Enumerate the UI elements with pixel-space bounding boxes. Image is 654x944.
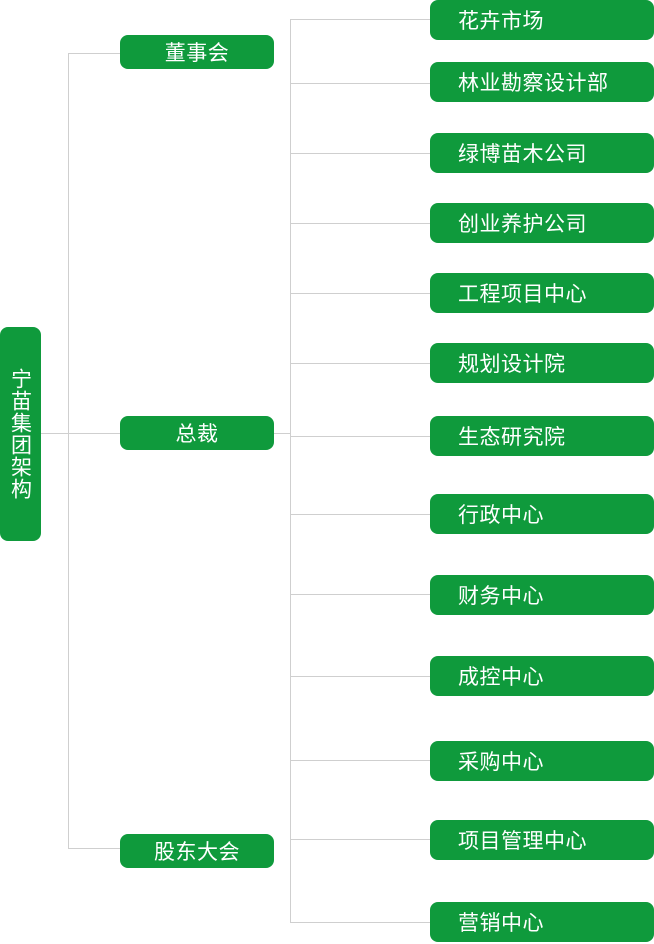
shareholders-label: 股东大会	[154, 840, 240, 864]
department-node: 成控中心	[430, 656, 654, 696]
department-label: 采购中心	[458, 750, 544, 774]
department-node: 采购中心	[430, 741, 654, 781]
department-node: 创业养护公司	[430, 203, 654, 243]
department-node: 财务中心	[430, 575, 654, 615]
department-label: 林业勘察设计部	[458, 71, 609, 95]
department-node: 林业勘察设计部	[430, 62, 654, 102]
department-node: 行政中心	[430, 494, 654, 534]
department-label: 创业养护公司	[458, 212, 587, 236]
shareholders-node: 股东大会	[120, 834, 274, 868]
department-label: 工程项目中心	[458, 282, 587, 306]
department-label: 财务中心	[458, 584, 544, 608]
board-node: 董事会	[120, 35, 274, 69]
dept-connector	[290, 922, 430, 923]
dept-connector	[290, 760, 430, 761]
president-label: 总裁	[175, 422, 219, 446]
president-node: 总裁	[120, 416, 274, 450]
dept-connector	[290, 223, 430, 224]
root-connector	[41, 433, 68, 434]
dept-connector	[290, 594, 430, 595]
dept-connector	[290, 839, 430, 840]
department-label: 成控中心	[458, 665, 544, 689]
department-label: 行政中心	[458, 503, 544, 527]
department-node: 规划设计院	[430, 343, 654, 383]
president-to-spine-connector	[274, 433, 291, 434]
dept-connector	[290, 293, 430, 294]
department-node: 工程项目中心	[430, 273, 654, 313]
shareholders-connector	[68, 848, 120, 849]
department-label: 项目管理中心	[458, 829, 587, 853]
department-label: 生态研究院	[458, 425, 566, 449]
dept-connector	[290, 19, 430, 20]
department-node: 绿博苗木公司	[430, 133, 654, 173]
board-label: 董事会	[164, 41, 230, 65]
department-label: 绿博苗木公司	[458, 142, 587, 166]
department-spine	[290, 19, 291, 922]
org-root-label: 宁苗集团架构	[8, 368, 33, 500]
dept-connector	[290, 676, 430, 677]
department-node: 营销中心	[430, 902, 654, 942]
department-label: 规划设计院	[458, 352, 566, 376]
org-root-node: 宁苗集团架构	[0, 327, 41, 541]
dept-connector	[290, 83, 430, 84]
root-spine	[68, 53, 69, 848]
department-label: 营销中心	[458, 911, 544, 935]
department-node: 花卉市场	[430, 0, 654, 40]
president-connector	[68, 433, 120, 434]
dept-connector	[290, 436, 430, 437]
dept-connector	[290, 153, 430, 154]
department-label: 花卉市场	[458, 9, 544, 33]
dept-connector	[290, 514, 430, 515]
dept-connector	[290, 363, 430, 364]
board-connector	[68, 53, 120, 54]
department-node: 生态研究院	[430, 416, 654, 456]
department-node: 项目管理中心	[430, 820, 654, 860]
